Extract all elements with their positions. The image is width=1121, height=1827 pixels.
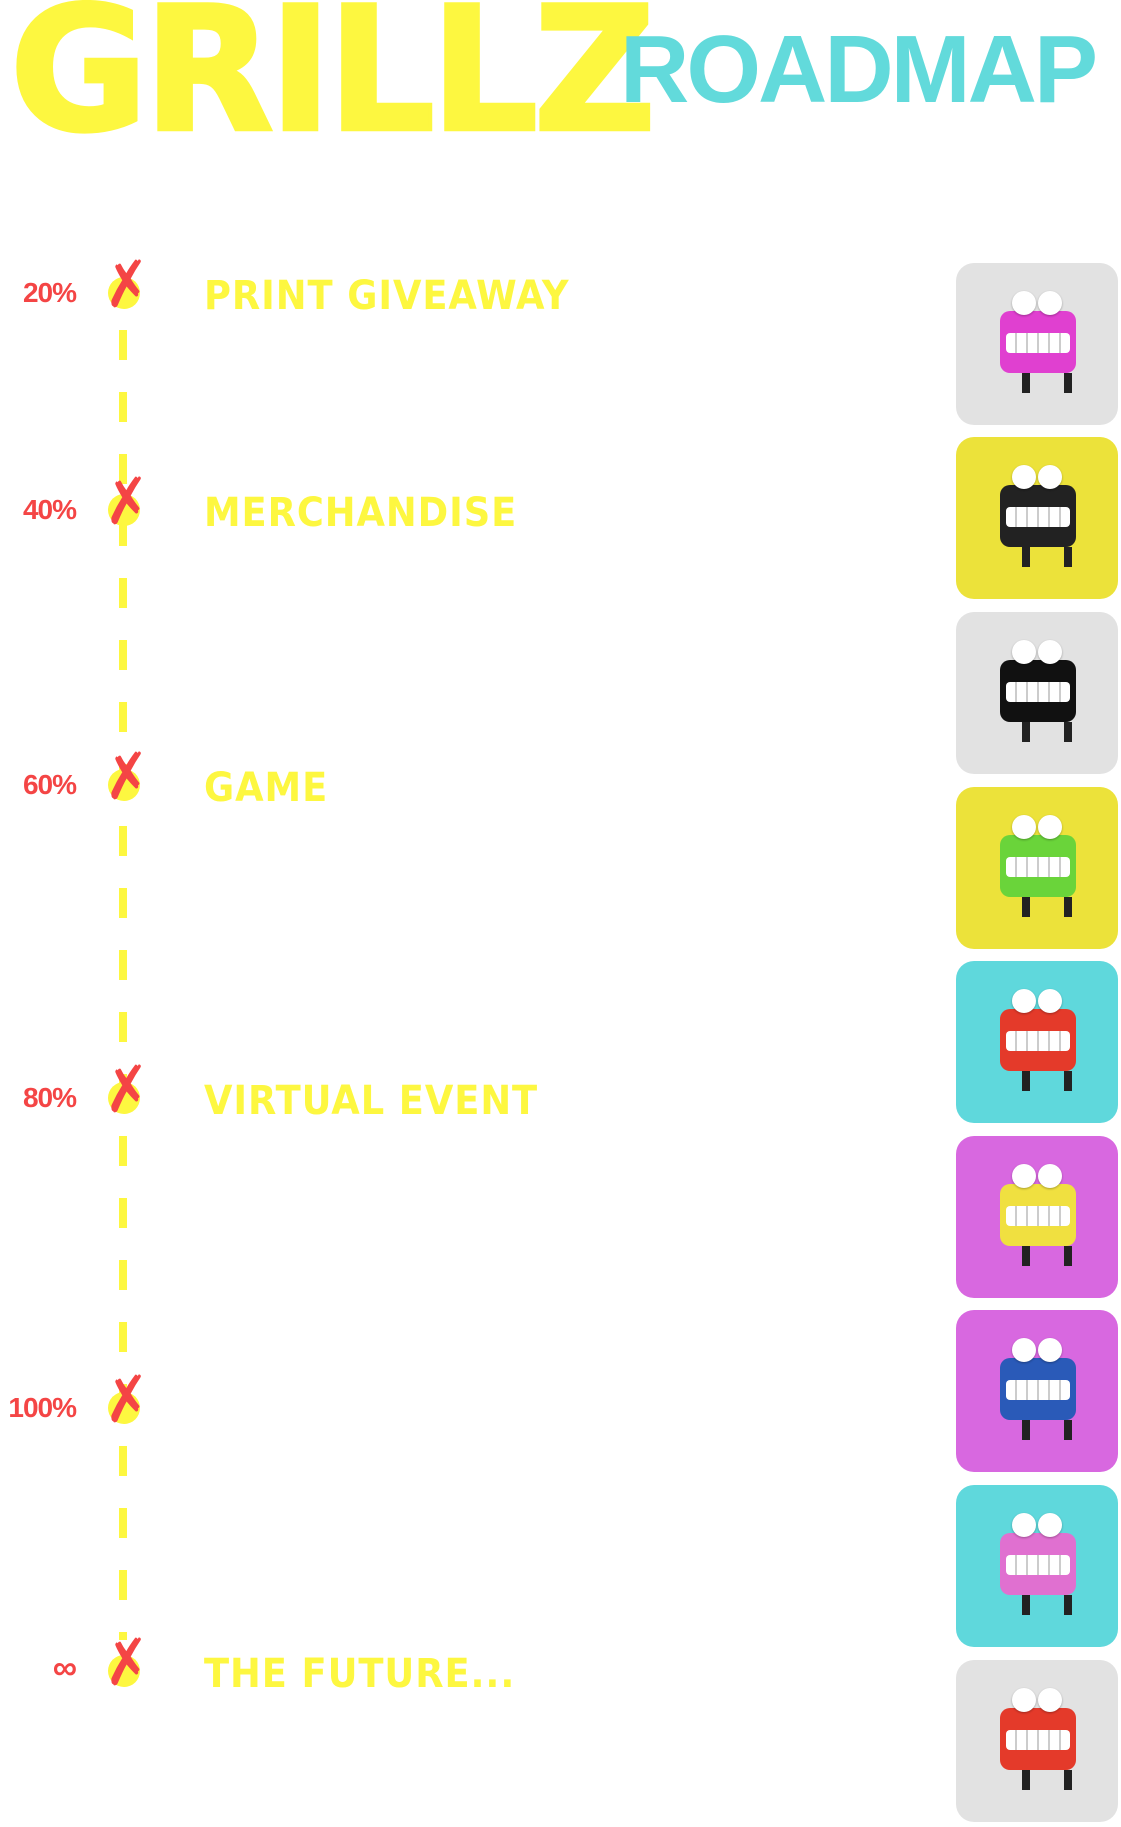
eyes [1012, 640, 1064, 664]
legs [1022, 373, 1072, 393]
milestone-40: 40% ✗ MERCHANDISE [0, 463, 900, 542]
character-thumbnail [956, 1485, 1118, 1647]
legs [1022, 1595, 1072, 1615]
character-thumbnail [956, 961, 1118, 1123]
milestone-title: MERCHANDISE [204, 490, 518, 536]
milestone-percent: 20% [22, 277, 77, 308]
milestone-60: 60% ✗ GAME [0, 738, 900, 817]
milestone-percent: 40% [22, 494, 77, 525]
eyes [1012, 1164, 1064, 1188]
eyes [1012, 291, 1064, 315]
eyes [1012, 1513, 1064, 1537]
eyes [1012, 989, 1064, 1013]
milestone-title: PRINT GIVEAWAY [204, 273, 570, 319]
teeth [1006, 507, 1070, 527]
character-thumbnail [956, 787, 1118, 949]
cross-mark-icon: ✗ [97, 246, 157, 324]
eyes [1012, 1688, 1064, 1712]
cross-mark-icon: ✗ [97, 1051, 157, 1129]
legs [1022, 547, 1072, 567]
character-thumbnail [956, 612, 1118, 774]
milestone-100: 100% ✗ [0, 1361, 900, 1440]
cross-mark-icon: ✗ [97, 463, 157, 541]
legs [1022, 722, 1072, 742]
eyes [1012, 465, 1064, 489]
legs [1022, 1246, 1072, 1266]
teeth [1006, 682, 1070, 702]
legs [1022, 1770, 1072, 1790]
teeth [1006, 1555, 1070, 1575]
milestone-title: THE FUTURE... [204, 1651, 516, 1697]
milestone-title: GAME [204, 765, 329, 811]
legs [1022, 1420, 1072, 1440]
milestone-percent: 60% [22, 769, 77, 800]
teeth [1006, 857, 1070, 877]
legs [1022, 897, 1072, 917]
milestone-title: VIRTUAL EVENT [204, 1078, 539, 1124]
teeth [1006, 333, 1070, 353]
cross-mark-icon: ✗ [97, 1361, 157, 1439]
teeth [1006, 1031, 1070, 1051]
teeth [1006, 1380, 1070, 1400]
milestone-percent: 100% [8, 1392, 77, 1423]
character-thumbnail [956, 1310, 1118, 1472]
milestone-infinity: ∞ ✗ THE FUTURE... [0, 1624, 900, 1703]
eyes [1012, 815, 1064, 839]
timeline-dashed-line [119, 330, 127, 1640]
character-thumbnail [956, 437, 1118, 599]
milestone-percent: ∞ [52, 1649, 77, 1687]
eyes [1012, 1338, 1064, 1362]
milestone-20: 20% ✗ PRINT GIVEAWAY [0, 246, 900, 325]
roadmap-heading: ROADMAP [620, 16, 1098, 123]
teeth [1006, 1206, 1070, 1226]
milestone-80: 80% ✗ VIRTUAL EVENT [0, 1051, 900, 1130]
legs [1022, 1071, 1072, 1091]
character-thumbnail [956, 263, 1118, 425]
cross-mark-icon: ✗ [97, 1624, 157, 1702]
cross-mark-icon: ✗ [97, 738, 157, 816]
milestone-percent: 80% [22, 1082, 77, 1113]
character-thumbnail [956, 1136, 1118, 1298]
character-thumbnail [956, 1660, 1118, 1822]
teeth [1006, 1730, 1070, 1750]
brand-logo: GRILLZ [8, 0, 658, 170]
